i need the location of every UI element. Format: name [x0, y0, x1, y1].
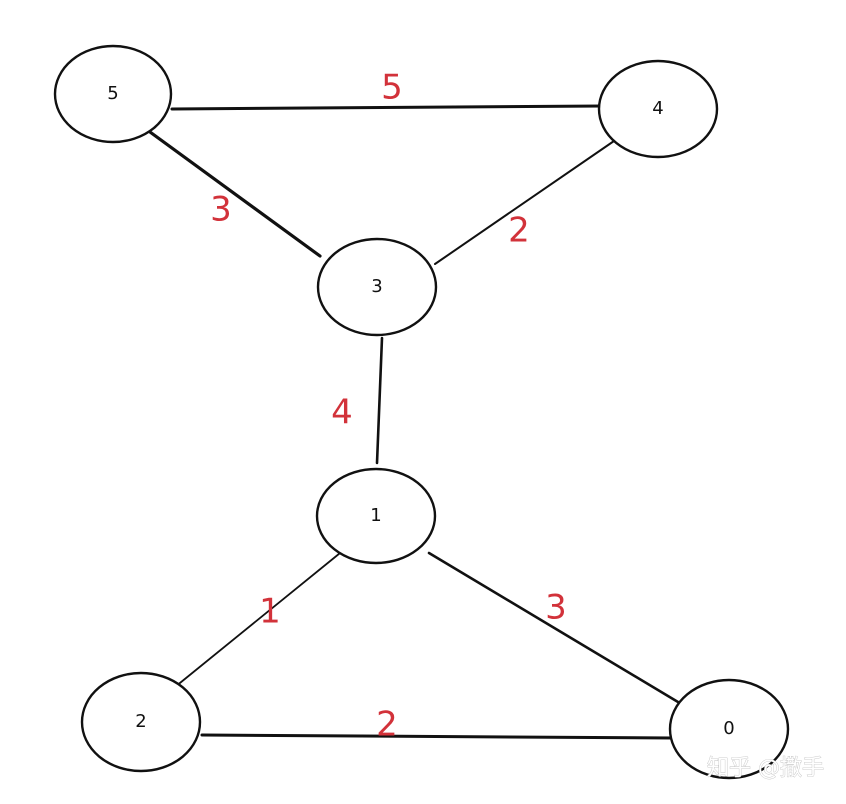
- edge-weight-5-4: 5: [381, 68, 403, 108]
- watermark-text: 知乎 @撒手: [707, 756, 824, 781]
- edge-weight-1-0: 3: [545, 588, 567, 628]
- node-circle-2: [80, 671, 202, 773]
- node-label-4: 4: [652, 98, 663, 119]
- node-label-1: 1: [370, 505, 381, 526]
- node-4: 4: [597, 59, 719, 159]
- node-5: 5: [53, 44, 173, 144]
- edge-weight-2-0: 2: [376, 705, 398, 745]
- edge-weight-4-3: 2: [508, 211, 530, 251]
- node-2: 2: [80, 671, 202, 773]
- edges-layer: [148, 104, 685, 740]
- edge-4-3: [434, 140, 615, 265]
- edge-3-1: [375, 336, 384, 465]
- edge-1-2: [174, 548, 346, 688]
- weights-layer: 5 3 2 4 1 3 2: [210, 68, 567, 745]
- edge-1-0: [427, 551, 685, 707]
- edge-5-3: [148, 130, 322, 258]
- node-0: 0: [668, 678, 790, 780]
- nodes-layer: 5 4 3 1 2 0: [53, 44, 790, 780]
- node-circle-0: [668, 678, 790, 780]
- edge-weight-1-2: 1: [259, 592, 281, 632]
- node-circle-1: [315, 467, 437, 565]
- node-circle-5: [53, 44, 173, 144]
- node-circle-3: [316, 237, 438, 337]
- edge-weight-3-1: 4: [331, 393, 353, 433]
- node-1: 1: [315, 467, 437, 565]
- node-label-5: 5: [107, 83, 118, 104]
- node-label-3: 3: [371, 276, 382, 297]
- node-3: 3: [316, 237, 438, 337]
- node-label-0: 0: [723, 718, 734, 739]
- edge-5-4: [170, 104, 605, 111]
- edge-weight-5-3: 3: [210, 190, 232, 230]
- edge-2-0: [200, 733, 674, 740]
- node-circle-4: [597, 59, 719, 159]
- node-label-2: 2: [135, 711, 146, 732]
